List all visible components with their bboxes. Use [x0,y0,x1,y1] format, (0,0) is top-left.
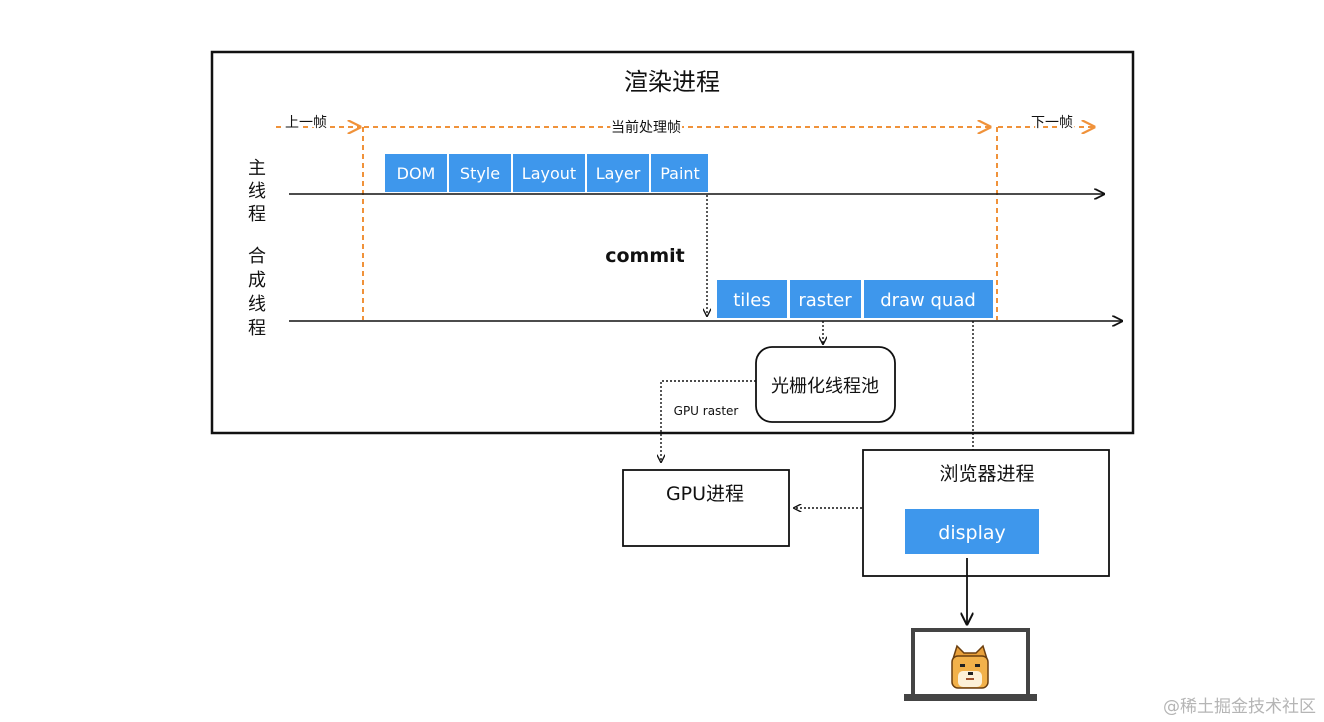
stage-layer [587,154,649,192]
raster-thread-pool-box [755,346,896,423]
stage-tiles-label: tiles [733,290,771,311]
watermark: @稀土掘金技术社区 [1163,697,1316,717]
stage-dom [385,154,447,192]
stage-layer-label: Layer [596,164,641,183]
gpu-raster-arrow [661,380,756,462]
raster-thread-pool-label: 光栅化线程池 [771,376,879,397]
prev-frame-label: 上一帧 [285,115,327,131]
svg-text:线: 线 [248,294,266,315]
gpu-raster-label: GPU raster [674,404,739,418]
stage-paint [651,154,708,192]
stage-draw-quad [864,280,993,318]
commit-label: commit [605,245,685,267]
stage-tiles [717,280,787,318]
gpu-process-label: GPU进程 [666,483,744,505]
stage-raster [790,280,861,318]
gpu-process-box [622,469,790,547]
stage-layout [513,154,585,192]
browser-process-label: 浏览器进程 [939,463,1034,485]
compositor-thread-label: 合 成 线 程 [248,246,266,339]
stage-draw-quad-label: draw quad [880,290,976,311]
svg-text:合: 合 [248,246,266,267]
display-label: display [938,522,1005,544]
svg-text:线: 线 [248,181,266,202]
stage-style [449,154,511,192]
stage-raster-label: raster [798,290,852,311]
svg-text:主: 主 [248,158,266,179]
main-thread-stages: DOM Style Layout Layer Paint [385,154,708,192]
current-frame-label: 当前处理帧 [611,119,681,136]
stage-layout-label: Layout [522,164,576,183]
svg-text:成: 成 [248,270,266,291]
monitor-icon [904,628,1037,701]
renderer-process-title: 渲染进程 [624,68,720,96]
shiba-dog-icon [951,644,989,689]
renderer-process-box [210,50,1135,435]
stage-style-label: Style [460,164,500,183]
svg-text:程: 程 [248,204,266,225]
compositor-thread-stages: tiles raster draw quad [717,280,993,318]
next-frame-label: 下一帧 [1031,115,1073,131]
stage-paint-label: Paint [660,164,700,183]
display-box [905,509,1039,554]
svg-text:程: 程 [248,318,266,339]
main-thread-label: 主 线 程 [248,158,266,225]
stage-dom-label: DOM [397,164,436,183]
